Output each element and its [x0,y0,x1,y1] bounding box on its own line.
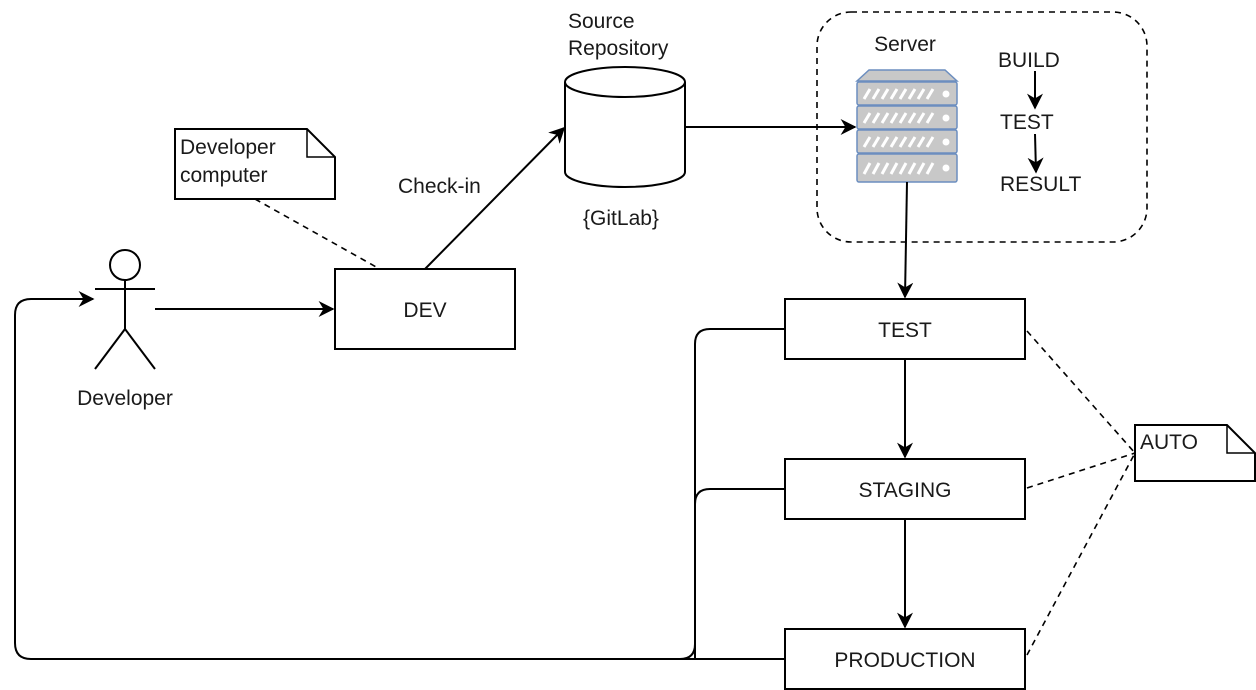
auto-note[interactable]: AUTO [1134,424,1256,482]
auto-label: AUTO [1140,431,1198,454]
result-step-label: RESULT [1000,173,1081,196]
test-to-result-arrow [1027,133,1044,174]
production-stage[interactable]: PRODUCTION [784,628,1026,690]
source-repository-label-line1: Source [568,10,635,33]
server-to-test-arrow [897,181,914,299]
staging-label: STAGING [859,479,952,502]
note-icon [174,128,336,200]
test-feedback-line [694,328,785,659]
test-label: TEST [878,319,932,342]
staging-feedback-line [679,488,785,660]
note-icon [1134,424,1256,482]
server-label: Server [874,33,936,56]
server-icon[interactable] [855,69,959,183]
production-label: PRODUCTION [834,649,975,672]
dev-label: DEV [403,299,446,322]
check-in-label: Check-in [398,175,481,198]
developer-actor[interactable]: Developer [77,249,173,410]
repository-tool-label: {GitLab} [583,207,659,230]
developer-label: Developer [77,387,173,410]
source-repository[interactable]: Source Repository {GitLab} [564,10,686,230]
production-feedback-arrow [14,291,792,660]
dev-stage[interactable]: DEV [334,268,516,350]
source-repository-label-line2: Repository [568,37,669,60]
production-auto-link [1026,452,1136,656]
developer-computer-note[interactable]: Developer computer [174,128,336,200]
build-step-label: BUILD [998,49,1060,72]
staging-auto-link [1026,452,1136,489]
test-auto-link [1026,330,1136,454]
check-in-arrow [424,126,566,270]
developer-computer-label-line2: computer [180,164,268,187]
test-stage[interactable]: TEST [784,298,1026,360]
developer-computer-label-line1: Developer [180,136,276,159]
actor-icon [94,249,156,370]
staging-stage[interactable]: STAGING [784,458,1026,520]
database-icon [564,66,686,188]
developer-computer-link [254,198,379,269]
test-step-label: TEST [1000,111,1054,134]
